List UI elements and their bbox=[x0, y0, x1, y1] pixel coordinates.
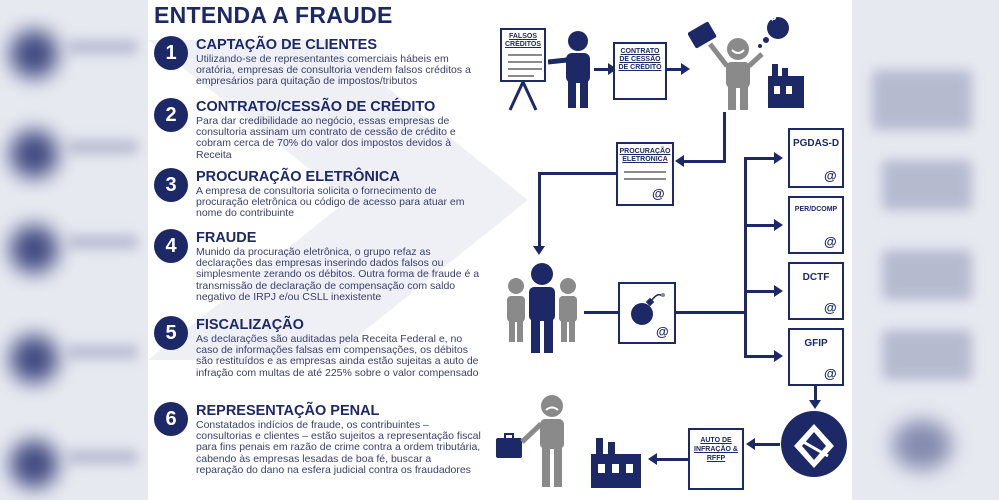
auto-infracao-document: AUTO DE INFRAÇÃO & RFFP bbox=[688, 428, 744, 490]
perdcomp-label: PER/DCOMP bbox=[794, 206, 838, 213]
bomb-icon bbox=[631, 293, 665, 325]
flow-connector bbox=[584, 311, 618, 314]
arrow-down-icon bbox=[809, 400, 821, 409]
receita-federal-logo-icon bbox=[781, 411, 847, 477]
right-blurred-panel bbox=[852, 0, 999, 500]
flow-connector bbox=[744, 157, 747, 357]
step-5: 5 FISCALIZAÇÃO As declarações são audita… bbox=[152, 316, 479, 396]
step-number: 5 bbox=[154, 316, 188, 350]
dctf-document: DCTF @ bbox=[788, 262, 844, 320]
arrow-right-icon bbox=[774, 285, 783, 297]
step-3: 3 PROCURAÇÃO ELETRÔNICA A empresa de con… bbox=[152, 168, 477, 228]
at-icon: @ bbox=[656, 324, 669, 339]
step-description: As declarações são auditadas pela Receit… bbox=[196, 333, 479, 379]
flow-connector bbox=[676, 311, 746, 314]
flow-connector bbox=[744, 224, 774, 227]
step-2: 2 CONTRATO/CESSÃO DE CRÉDITO Para dar cr… bbox=[152, 98, 477, 168]
happy-businessman-icon bbox=[688, 17, 804, 110]
at-icon: @ bbox=[824, 366, 837, 381]
flow-connector bbox=[744, 157, 774, 160]
flow-connector bbox=[744, 355, 774, 358]
step-number: 2 bbox=[154, 98, 188, 132]
flow-connector bbox=[594, 68, 608, 71]
at-icon: @ bbox=[824, 300, 837, 315]
gfip-document: GFIP @ bbox=[788, 328, 844, 386]
arrow-right-icon bbox=[774, 152, 783, 164]
flow-connector bbox=[744, 290, 774, 293]
pgdas-label: PGDAS-D bbox=[792, 138, 840, 149]
flow-connector bbox=[667, 68, 681, 71]
arrow-left-icon bbox=[746, 438, 755, 450]
contrato-document: CONTRATO DE CESSÃO DE CRÉDITO bbox=[613, 42, 667, 100]
step-title: FRAUDE bbox=[196, 230, 257, 246]
step-4: 4 FRAUDE Munido da procuração eletrônica… bbox=[152, 229, 479, 309]
step-number: 6 bbox=[154, 402, 188, 436]
flow-connector bbox=[723, 112, 726, 162]
step-6: 6 REPRESENTAÇÃO PENAL Constatados indíci… bbox=[152, 402, 481, 500]
dollar-sign: $ bbox=[769, 8, 777, 23]
arrow-left-icon bbox=[648, 453, 657, 465]
gfip-label: GFIP bbox=[804, 338, 828, 349]
step-title: CONTRATO/CESSÃO DE CRÉDITO bbox=[196, 99, 436, 115]
arrow-right-icon bbox=[774, 219, 783, 231]
step-description: Constatados indícios de fraude, os contr… bbox=[196, 419, 481, 476]
falsos-creditos-label: FALSOS CRÉDITOS bbox=[504, 33, 542, 48]
step-number: 4 bbox=[154, 229, 188, 263]
fraud-group-icon bbox=[507, 263, 577, 353]
step-number: 1 bbox=[154, 36, 188, 70]
easel-icon: FALSOS CRÉDITOS bbox=[500, 28, 548, 111]
step-title: REPRESENTAÇÃO PENAL bbox=[196, 403, 380, 419]
step-title: CAPTAÇÃO DE CLIENTES bbox=[196, 37, 377, 53]
step-number: 3 bbox=[154, 168, 188, 202]
flow-connector bbox=[655, 458, 688, 461]
page-title: ENTENDA A FRAUDE bbox=[154, 2, 393, 28]
arrow-down-icon bbox=[533, 246, 545, 255]
procuracao-label: PROCURAÇÃO ELETRÔNICA bbox=[619, 148, 671, 163]
flow-connector bbox=[538, 172, 541, 246]
flow-connector bbox=[753, 443, 780, 446]
chevron-watermark bbox=[148, 40, 528, 360]
arrow-right-icon bbox=[681, 63, 690, 75]
perdcomp-document: PER/DCOMP @ bbox=[788, 196, 844, 254]
presenter-person-icon bbox=[548, 31, 590, 108]
flow-connector bbox=[814, 386, 817, 402]
arrow-right-icon bbox=[608, 63, 617, 75]
fraud-document: @ bbox=[618, 282, 676, 344]
sad-businessman-icon bbox=[496, 395, 641, 488]
arrow-left-icon bbox=[675, 155, 684, 167]
left-blurred-panel bbox=[0, 0, 148, 500]
auto-infracao-label: AUTO DE INFRAÇÃO & RFFP bbox=[694, 437, 738, 462]
flow-connector bbox=[682, 160, 726, 163]
procuracao-document: PROCURAÇÃO ELETRÔNICA @ bbox=[616, 142, 674, 206]
at-icon: @ bbox=[824, 234, 837, 249]
dctf-label: DCTF bbox=[802, 272, 830, 283]
at-icon: @ bbox=[824, 168, 837, 183]
pgdas-document: PGDAS-D @ bbox=[788, 128, 844, 188]
step-title: PROCURAÇÃO ELETRÔNICA bbox=[196, 169, 400, 185]
step-title: FISCALIZAÇÃO bbox=[196, 317, 304, 333]
step-description: Para dar credibilidade ao negócio, essas… bbox=[196, 115, 456, 161]
contrato-label: CONTRATO DE CESSÃO DE CRÉDITO bbox=[618, 48, 662, 71]
step-description: Munido da procuração eletrônica, o grupo… bbox=[196, 246, 480, 303]
arrow-right-icon bbox=[774, 350, 783, 362]
step-description: A empresa de consultoria solicita o forn… bbox=[196, 185, 465, 220]
at-icon: @ bbox=[652, 186, 665, 201]
step-1: 1 CAPTAÇÃO DE CLIENTES Utilizando-se de … bbox=[152, 36, 477, 96]
step-description: Utilizando-se de representantes comercia… bbox=[196, 53, 471, 88]
infographic: ENTENDA A FRAUDE 1 CAPTAÇÃO DE CLIENTES … bbox=[148, 0, 852, 500]
flow-connector bbox=[538, 172, 616, 175]
